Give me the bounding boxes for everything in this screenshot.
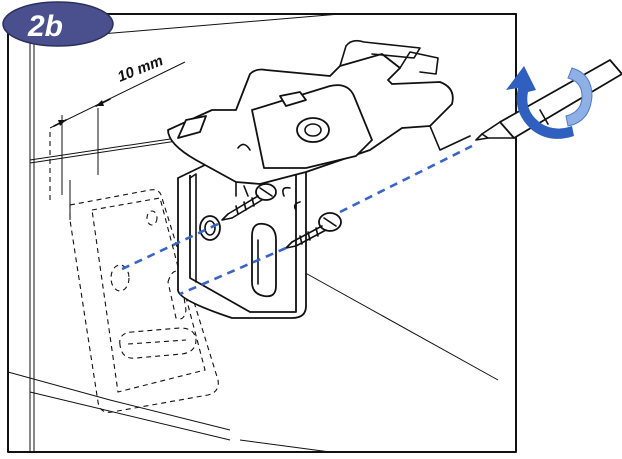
dimension-marker: 10 mm [49, 52, 186, 195]
hinge-bracket [167, 39, 471, 319]
mounting-plate [69, 189, 219, 413]
rotate-clockwise-arrow-icon [506, 66, 593, 139]
frame [7, 13, 517, 453]
upper-guide-line [339, 144, 473, 214]
step-badge: 2b [2, 1, 114, 47]
screw-icon [221, 183, 277, 221]
upper-guide-line-back [119, 222, 219, 272]
dimension-label: 10 mm [115, 52, 165, 86]
screw-icon [282, 186, 342, 249]
guide-lines [119, 144, 473, 296]
step-number: 2b [27, 10, 63, 43]
lower-guide-line [179, 246, 287, 296]
